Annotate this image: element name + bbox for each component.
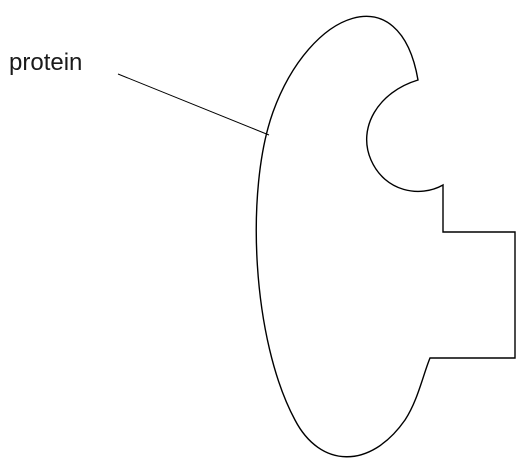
label-leader-line: [118, 74, 269, 135]
protein-shape: [256, 16, 515, 456]
protein-label: protein: [9, 49, 82, 76]
